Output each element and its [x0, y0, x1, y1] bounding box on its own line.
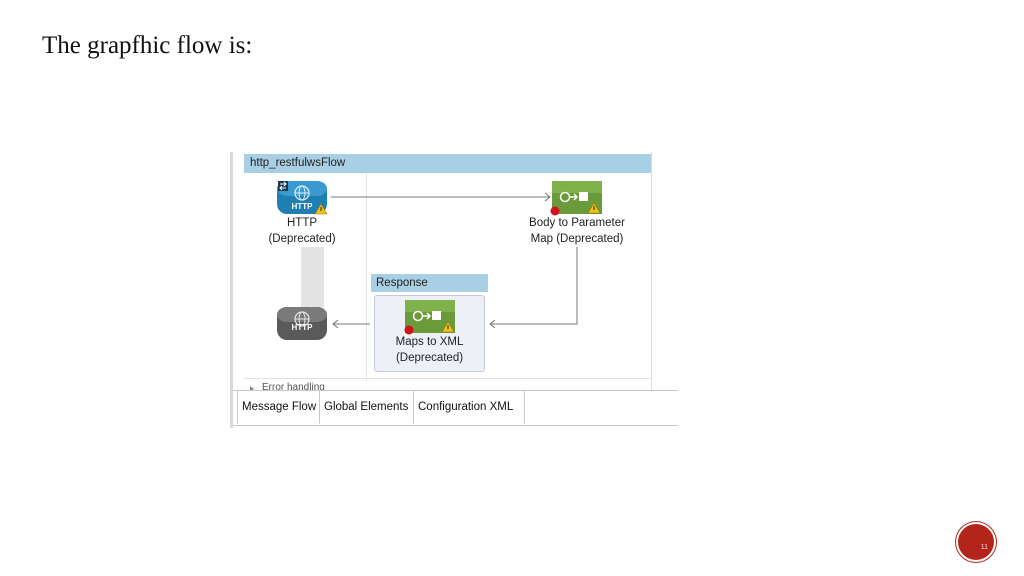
flow-arrows [331, 192, 578, 329]
maps-to-xml-label-line1: Maps to XML [395, 336, 464, 348]
tab-global-elements[interactable]: Global Elements [320, 391, 414, 424]
flow-canvas[interactable]: http_restfulwsFlow [241, 152, 652, 392]
http-source-label-line1: HTTP [286, 217, 318, 229]
http-badge-text: HTTP [291, 202, 313, 211]
arrow-head-1 [544, 192, 551, 202]
arrow-head-3 [332, 319, 339, 329]
page-number-badge: 11 [958, 524, 994, 560]
transformer-icon [404, 300, 455, 335]
globe-icon [277, 307, 327, 340]
error-handling-label: Error handling [262, 382, 325, 391]
page-number: 11 [980, 544, 988, 551]
tab-message-flow[interactable]: Message Flow [237, 391, 320, 424]
editor-left-edge [230, 152, 233, 428]
expand-triangle-icon [250, 386, 254, 392]
http-response-badge-text: HTTP [291, 323, 313, 332]
arrow-body-to-xml [490, 247, 578, 325]
source-divider [366, 173, 367, 381]
arrow-head-2 [489, 319, 496, 329]
error-divider [244, 378, 651, 379]
source-response-connector [301, 247, 324, 309]
body-to-param-label-line2: Map (Deprecated) [530, 233, 624, 245]
response-section: Response Maps to XML (Deprecated) [371, 274, 488, 374]
transformer-icon [550, 181, 602, 216]
maps-to-xml-node[interactable]: Maps to XML (Deprecated) [374, 295, 485, 372]
globe-icon [277, 181, 328, 215]
maps-to-xml-label-line2: (Deprecated) [395, 352, 464, 364]
http-source-label-line2: (Deprecated) [268, 233, 336, 245]
editor-tabbar: Message Flow Global Elements Configurati… [233, 390, 678, 426]
tab-configuration-xml[interactable]: Configuration XML [414, 391, 525, 424]
slide-title: The grapfhic flow is: [42, 32, 253, 59]
flow-name-header[interactable]: http_restfulwsFlow [244, 154, 651, 173]
response-section-label: Response [371, 274, 488, 292]
studio-screenshot: http_restfulwsFlow [230, 152, 678, 428]
body-to-param-label-line1: Body to Parameter [529, 217, 625, 229]
